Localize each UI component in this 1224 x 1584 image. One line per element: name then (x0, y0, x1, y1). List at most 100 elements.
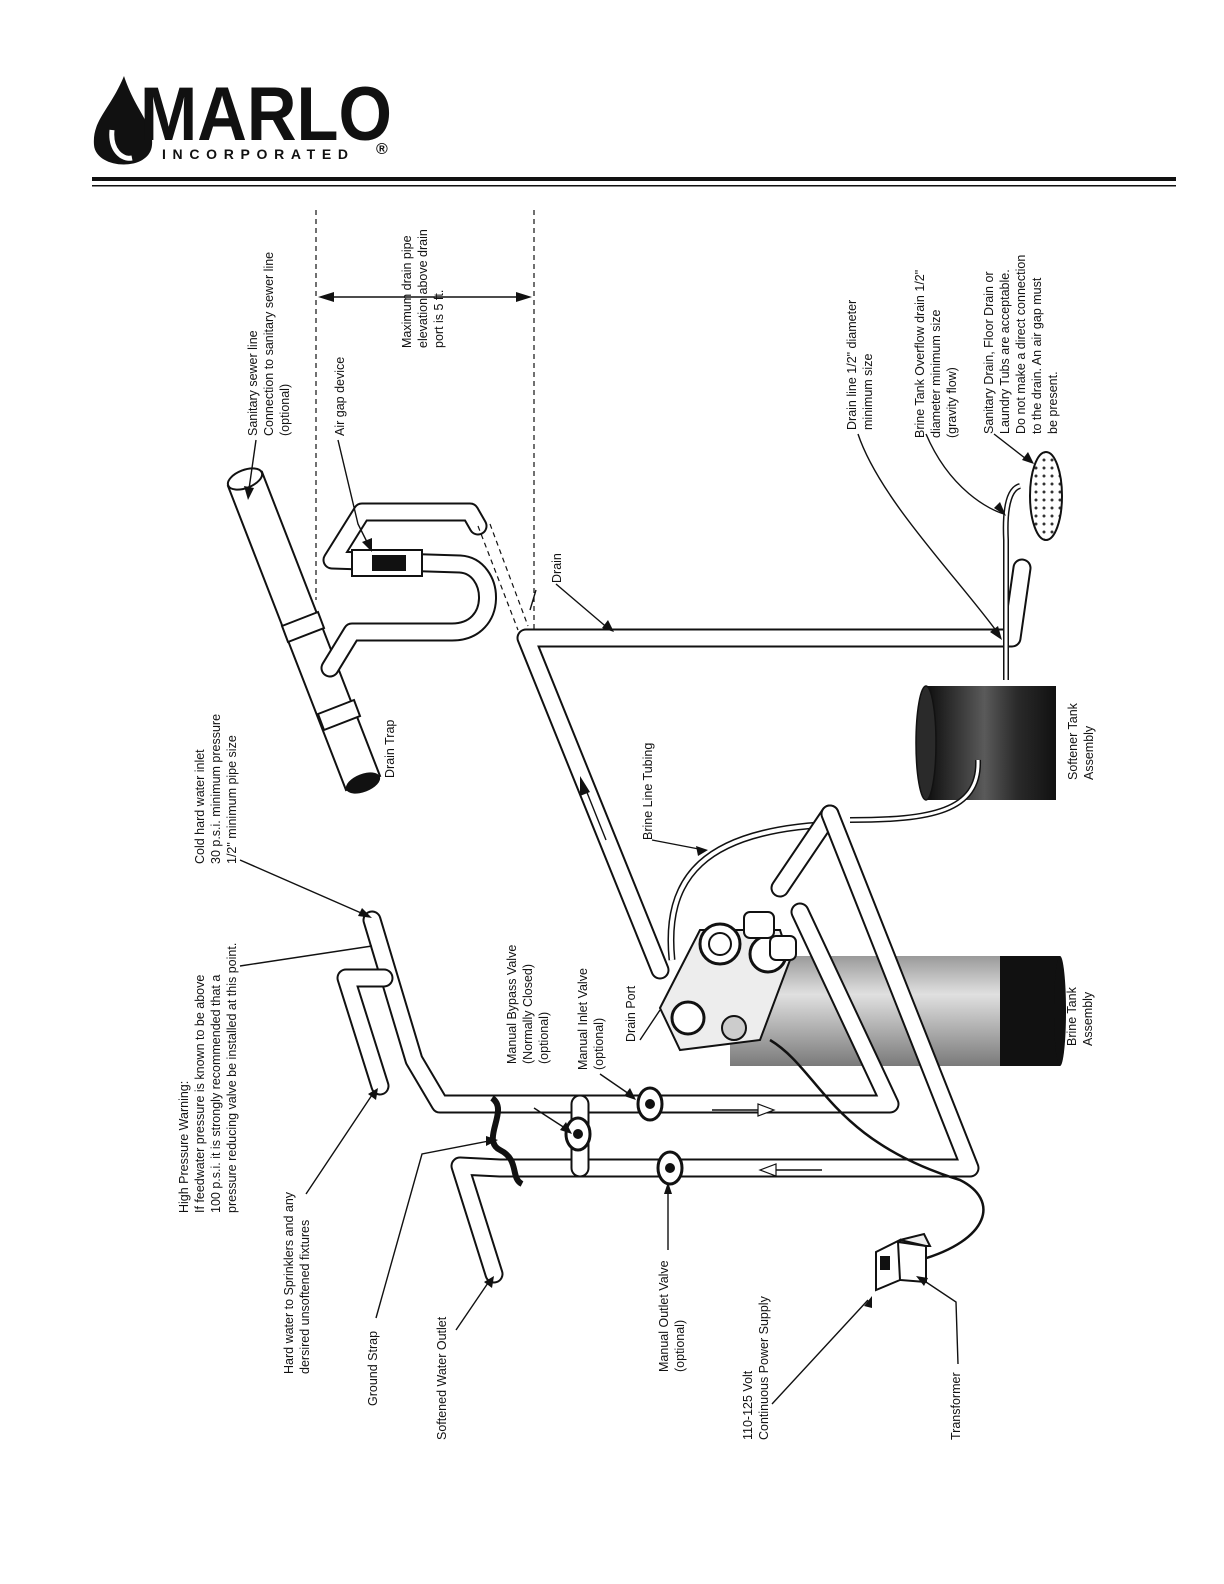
label-line: Ground Strap (366, 1331, 380, 1406)
label-line: Brine Line Tubing (641, 743, 655, 840)
elevation-arrowhead-right (516, 292, 532, 302)
label-inlet-valve: Manual Inlet Valve(optional) (576, 968, 606, 1070)
transformer (875, 1232, 932, 1292)
label-line: pressure reducing valve be installed at … (225, 943, 239, 1213)
label-line: Brine Tank Overflow drain 1/2" (913, 270, 927, 438)
label-line: (optional) (673, 1320, 687, 1372)
sanitary-sewer-pipe (226, 467, 382, 794)
label-line: (optional) (278, 384, 292, 436)
label-bypass-valve: Manual Bypass Valve(Normally Closed)(opt… (505, 945, 551, 1064)
label-line: to the drain. An air gap must (1030, 277, 1044, 434)
water-drop-highlight (109, 129, 133, 161)
label-line: Drain Port (624, 985, 638, 1042)
label-line: dersired unsoftened fixtures (298, 1220, 312, 1374)
label-line: port is 5 ft. (432, 290, 446, 348)
label-high-pressure: High Pressure Warning:If feedwater press… (177, 943, 239, 1213)
overflow-tube-inner (1004, 484, 1021, 680)
elevation-arrowhead-left (318, 292, 334, 302)
ground-strap (489, 1095, 524, 1187)
label-ground-strap: Ground Strap (366, 1331, 380, 1406)
air-gap-dashed-2 (489, 523, 529, 627)
air-gap-dashed (477, 525, 519, 631)
label-line: Manual Inlet Valve (576, 968, 590, 1070)
logo-registered: ® (376, 141, 388, 158)
label-line: Cold hard water inlet (193, 749, 207, 864)
label-softened-outlet: Softened Water Outlet (435, 1316, 449, 1440)
label-line: (optional) (537, 1012, 551, 1064)
label-transformer: Transformer (949, 1372, 963, 1440)
label-line: Do not make a direct connection (1014, 255, 1028, 434)
label-line: Assembly (1082, 725, 1096, 780)
label-line: 1/2" minimum pipe size (225, 735, 239, 864)
label-brine-overflow: Brine Tank Overflow drain 1/2"diameter m… (913, 270, 959, 438)
manual-bypass-valve (564, 1116, 592, 1152)
label-line: Laundry Tubs are acceptable. (998, 269, 1012, 434)
label-drain-trap: Drain Trap (383, 720, 397, 778)
label-line: Drain line 1/2" diameter (845, 300, 859, 430)
label-line: diameter minimum size (929, 309, 943, 438)
label-line: Drain (550, 553, 564, 583)
drain-trap (320, 502, 497, 678)
label-line: Manual Outlet Valve (657, 1260, 671, 1372)
label-outlet-valve: Manual Outlet Valve(optional) (657, 1260, 687, 1372)
label-line: (optional) (592, 1018, 606, 1070)
label-line: Transformer (949, 1372, 963, 1440)
leader-lines (239, 433, 1031, 1405)
drain-line (516, 558, 1032, 980)
floor-drain-grate (1029, 451, 1063, 541)
control-valve-head (658, 911, 797, 1052)
label-line: High Pressure Warning: (177, 1081, 191, 1213)
softener-piping (336, 804, 980, 1284)
label-drain-port: Drain Port (624, 985, 638, 1042)
label-line: Drain Trap (383, 720, 397, 778)
power-cord (769, 1038, 985, 1262)
label-line: minimum size (861, 354, 875, 430)
label-line: Sanitary sewer line (246, 330, 260, 436)
label-line: Manual Bypass Valve (505, 945, 519, 1064)
inlet-flow-arrowhead (757, 1103, 776, 1117)
label-line: Softener Tank (1066, 702, 1080, 780)
label-line: Softened Water Outlet (435, 1316, 449, 1440)
label-line: elevation above drain (416, 229, 430, 348)
label-line: Sanitary Drain, Floor Drain or (982, 271, 996, 434)
label-line: Air gap device (333, 357, 347, 436)
label-line: Continuous Power Supply (757, 1295, 771, 1440)
label-line: 30 p.s.i. minimum pressure (209, 714, 223, 864)
drain-flow-arrowhead (580, 776, 590, 796)
label-line: Hard water to Sprinklers and any (282, 1191, 296, 1374)
label-line: 100 p.s.i. it is strongly recommended th… (209, 975, 223, 1213)
water-drop-icon (93, 76, 153, 165)
label-line: (gravity flow) (945, 367, 959, 438)
logo-brand: MARLO (140, 72, 392, 157)
softener-tank (915, 685, 1056, 801)
label-line: Connection to sanitary sewer line (262, 252, 276, 436)
label-line: 110-125 Volt (741, 1370, 755, 1440)
drain-flow-arrow (585, 789, 607, 841)
label-drain: Drain (550, 553, 564, 583)
label-line: Brine Tank (1065, 986, 1079, 1046)
manual-inlet-valve (636, 1086, 664, 1122)
label-air-gap: Air gap device (333, 357, 347, 436)
label-brine-line: Brine Line Tubing (641, 743, 655, 840)
label-line: be present. (1046, 371, 1060, 434)
air-gap-device (351, 549, 423, 577)
marlo-logo: MARLO INCORPORATED ® (93, 72, 392, 165)
label-line: If feedwater pressure is known to be abo… (193, 975, 207, 1213)
header-rule-thick (92, 177, 1176, 181)
label-line: Assembly (1081, 991, 1095, 1046)
outlet-flow-arrowhead (758, 1163, 777, 1177)
label-line: Maximum drain pipe (400, 235, 414, 348)
label-line: (Normally Closed) (521, 964, 535, 1064)
leader-arrowheads (244, 452, 1034, 1308)
manual-outlet-valve (656, 1150, 684, 1186)
